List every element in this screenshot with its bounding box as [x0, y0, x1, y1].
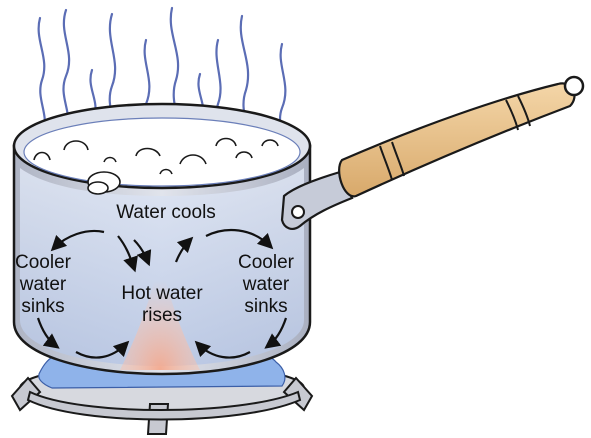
label-line: Hot water: [102, 283, 222, 305]
label-line: water: [226, 274, 306, 296]
label-line: Cooler: [226, 252, 306, 274]
label-cooler-water-sinks-left: Cooler water sinks: [6, 252, 80, 318]
label-water-cools: Water cools: [96, 202, 236, 224]
pot-handle: [282, 77, 583, 229]
label-line: sinks: [226, 296, 306, 318]
steam-wisp: [39, 18, 45, 130]
label-hot-water-rises: Hot water rises: [102, 283, 222, 327]
label-line: sinks: [6, 296, 80, 318]
handle-hang-loop: [565, 77, 583, 95]
label-line: water: [6, 274, 80, 296]
label-cooler-water-sinks-right: Cooler water sinks: [226, 252, 306, 318]
handle-wood: [339, 83, 574, 196]
label-line: rises: [102, 305, 222, 327]
pot: [14, 104, 310, 374]
label-line: Cooler: [6, 252, 80, 274]
water-surface: [24, 118, 300, 186]
